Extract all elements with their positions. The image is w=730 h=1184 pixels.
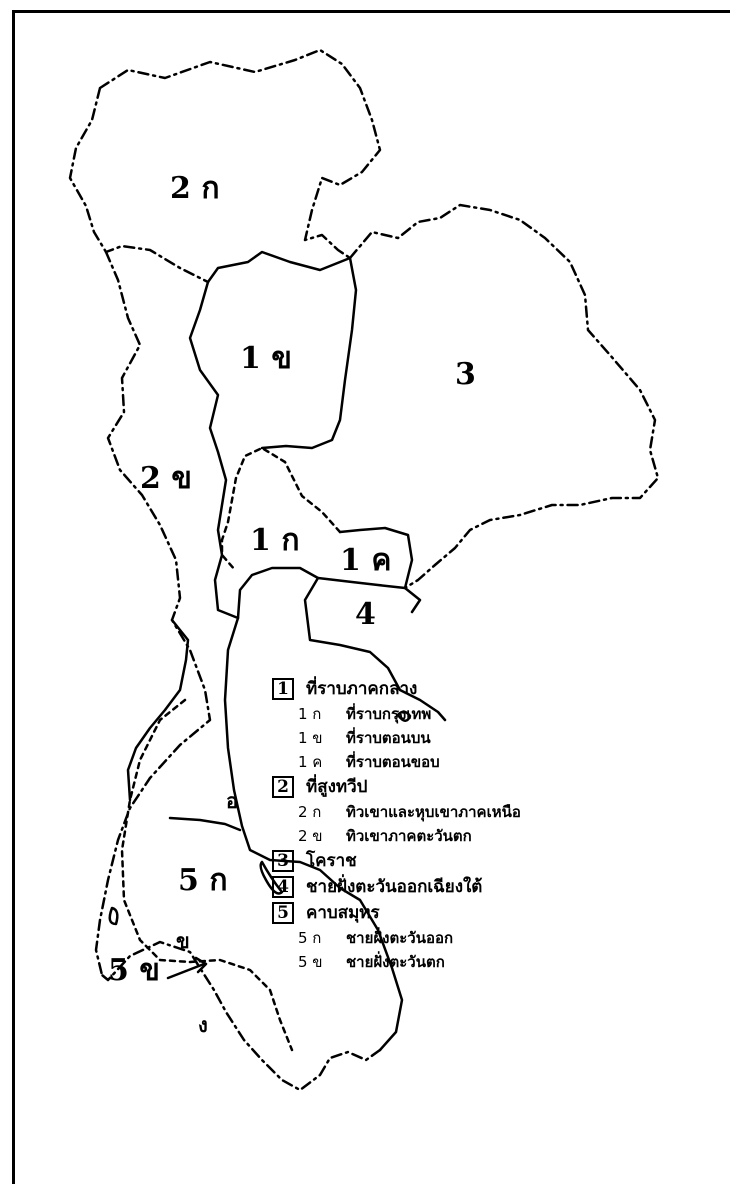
region-labels: 2 ก 1 ข 3 2 ข 1 ก 1 ค 4 5 ก 5 ข อ ข ง (108, 171, 476, 1037)
boundary-central-north (220, 446, 342, 572)
border-northeast (348, 203, 660, 590)
label-small-mark-1: ข (176, 929, 190, 953)
legend-item-label: ชายฝั่งตะวันออกเฉียงใต้ (306, 877, 483, 897)
label-region-4: 4 (355, 597, 376, 632)
legend-number-box: 3 (272, 850, 294, 872)
legend-subitem-label: ที่ราบตอนขอบ (346, 753, 440, 771)
island-phuket (108, 906, 119, 926)
west-coast-inner (126, 618, 190, 802)
legend-number-box: 1 (272, 678, 294, 700)
label-coast-mark: อ (226, 789, 238, 813)
label-region-1c: 1 ค (340, 543, 391, 578)
border-south (100, 940, 382, 1092)
legend-number-box: 4 (272, 876, 294, 898)
pointer-arrowhead (194, 956, 208, 974)
top-border-line (12, 10, 730, 13)
island-koh-chang (396, 710, 412, 722)
boundary-2a-1b (206, 250, 352, 284)
legend-subitem-code: 5 ก (298, 929, 322, 947)
legend-subitem-code: 5 ข (298, 953, 323, 971)
label-region-1a: 1 ก (250, 523, 299, 558)
boundary-1c-3 (338, 526, 414, 590)
legend-subitem-label: ที่ราบตอนบน (346, 729, 431, 747)
legend-item-1: 1 ที่ราบภาคกลาง (272, 676, 712, 702)
boundary-1b-2b (188, 280, 240, 620)
legend-subitem: 1 ก ที่ราบกรุงเทพ (272, 702, 712, 726)
border-north (68, 48, 382, 284)
legend-subitem-label: ชายฝั่งตะวันตก (346, 953, 445, 971)
legend-subitem: 5 ข ชายฝั่งตะวันตก (272, 950, 712, 974)
left-border-line (12, 10, 15, 1184)
legend-item-label: โคราช (306, 851, 357, 871)
label-region-5a: 5 ก (178, 863, 227, 898)
legend-subitem: 5 ก ชายฝั่งตะวันออก (272, 926, 712, 950)
boundary-4 (303, 576, 447, 722)
legend-subitem-label: ชายฝั่งตะวันออก (346, 929, 454, 947)
legend-subitem-label: ทิวเขาภาคตะวันตก (346, 827, 472, 845)
legend-subitem-label: ทิวเขาและหุบเขาภาคเหนือ (346, 803, 521, 821)
label-region-2b: 2 ข (140, 461, 192, 496)
boundary-5a-upper (168, 816, 242, 832)
label-region-5b: 5 ข (108, 953, 160, 988)
legend-number-box: 2 (272, 776, 294, 798)
legend-subitem-code: 1 ก (298, 705, 322, 723)
boundary-1b-3 (260, 256, 358, 450)
legend-item-3: 3 โคราช (272, 848, 712, 874)
legend-subitem-code: 2 ก (298, 803, 322, 821)
label-region-1b: 1 ข (240, 341, 292, 376)
label-small-mark-2: ง (198, 1013, 208, 1037)
legend-number-box: 5 (272, 902, 294, 924)
legend-subitem: 1 ข ที่ราบตอนบน (272, 726, 712, 750)
legend-subitem: 2 ก ทิวเขาและหุบเขาภาคเหนือ (272, 800, 712, 824)
legend-subitem-code: 1 ข (298, 729, 323, 747)
pointer-arrow-5b (166, 962, 206, 980)
legend-subitem-code: 2 ข (298, 827, 323, 845)
legend-item-2: 2 ที่สูงทวีป (272, 774, 712, 800)
legend-subitem-code: 1 ค (298, 753, 323, 771)
coast-east-peninsula (223, 566, 404, 1052)
boundary-peninsula-divide (120, 698, 294, 1052)
legend-item-label: ที่สูงทวีป (306, 777, 368, 797)
label-region-2a: 2 ก (170, 171, 219, 206)
legend-item-label: ที่ราบภาคกลาง (306, 679, 418, 699)
legend-subitem-label: ที่ราบกรุงเทพ (346, 705, 432, 723)
legend-subitem: 2 ข ทิวเขาภาคตะวันตก (272, 824, 712, 848)
legend-item-5: 5 คาบสมุทร (272, 900, 712, 926)
legend-subitem: 1 ค ที่ราบตอนขอบ (272, 750, 712, 774)
label-region-3: 3 (455, 357, 476, 392)
legend-item-4: 4 ชายฝั่งตะวันออกเฉียงใต้ (272, 874, 712, 900)
legend-item-label: คาบสมุทร (306, 903, 380, 923)
